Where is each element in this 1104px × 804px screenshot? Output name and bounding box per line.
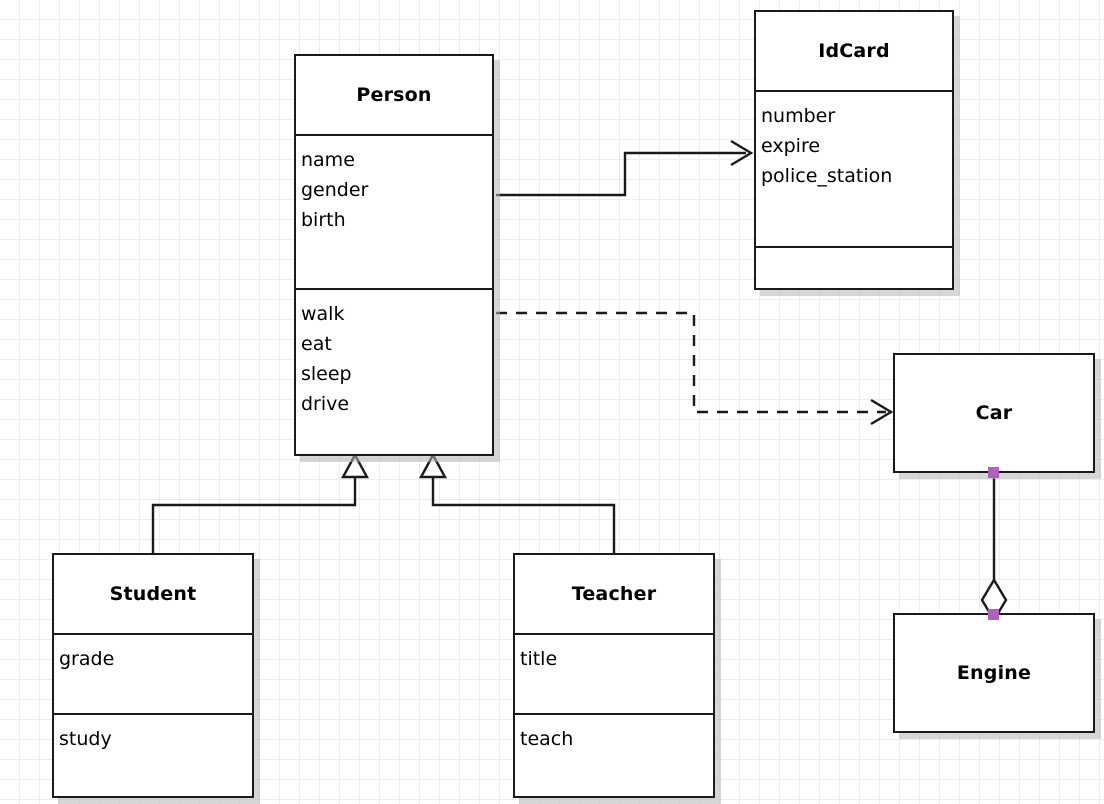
operations-student: study xyxy=(54,713,252,798)
edge-handle-car-end[interactable] xyxy=(988,467,999,478)
class-name-student: Student xyxy=(109,583,197,605)
attributes-student: grade xyxy=(54,633,252,713)
operation-item: teach xyxy=(520,728,574,750)
attribute-item: name xyxy=(301,149,355,171)
attribute-item: birth xyxy=(301,209,346,231)
attribute-item: number xyxy=(761,105,836,127)
attributes-idcard: number expire police_station xyxy=(756,90,952,246)
edge-student-person[interactable] xyxy=(151,452,370,553)
attribute-item: gender xyxy=(301,179,369,201)
attribute-item: grade xyxy=(59,648,115,670)
operations-teacher: teach xyxy=(515,713,713,798)
attribute-item: title xyxy=(520,648,558,670)
class-box-student[interactable]: Student grade study xyxy=(52,553,254,798)
class-name-idcard: IdCard xyxy=(818,40,890,62)
edge-person-car[interactable] xyxy=(496,311,894,426)
edge-car-engine[interactable] xyxy=(980,473,1008,623)
class-name-person: Person xyxy=(356,84,432,106)
attribute-item: expire xyxy=(761,135,821,157)
attribute-item: police_station xyxy=(761,165,893,187)
class-name-car: Car xyxy=(975,402,1013,424)
attributes-teacher: title xyxy=(515,633,713,713)
edge-person-idcard[interactable] xyxy=(496,139,754,197)
class-box-engine[interactable]: Engine xyxy=(893,613,1095,733)
class-box-car[interactable]: Car xyxy=(893,353,1095,473)
class-name-teacher: Teacher xyxy=(571,583,657,605)
operation-item: walk xyxy=(301,303,345,325)
operation-item: eat xyxy=(301,333,332,355)
class-box-idcard[interactable]: IdCard number expire police_station xyxy=(754,10,954,290)
operation-item: drive xyxy=(301,393,350,415)
operation-item: sleep xyxy=(301,363,352,385)
operations-person: walk eat sleep drive xyxy=(296,288,492,454)
operation-item: study xyxy=(59,728,112,750)
class-name-engine: Engine xyxy=(956,662,1032,684)
edge-handle-engine-end[interactable] xyxy=(988,609,999,620)
class-box-person[interactable]: Person name gender birth walk eat sleep … xyxy=(294,54,494,456)
edge-teacher-person[interactable] xyxy=(418,452,616,553)
attributes-person: name gender birth xyxy=(296,134,492,288)
class-box-teacher[interactable]: Teacher title teach xyxy=(513,553,715,798)
operations-idcard xyxy=(756,246,952,288)
